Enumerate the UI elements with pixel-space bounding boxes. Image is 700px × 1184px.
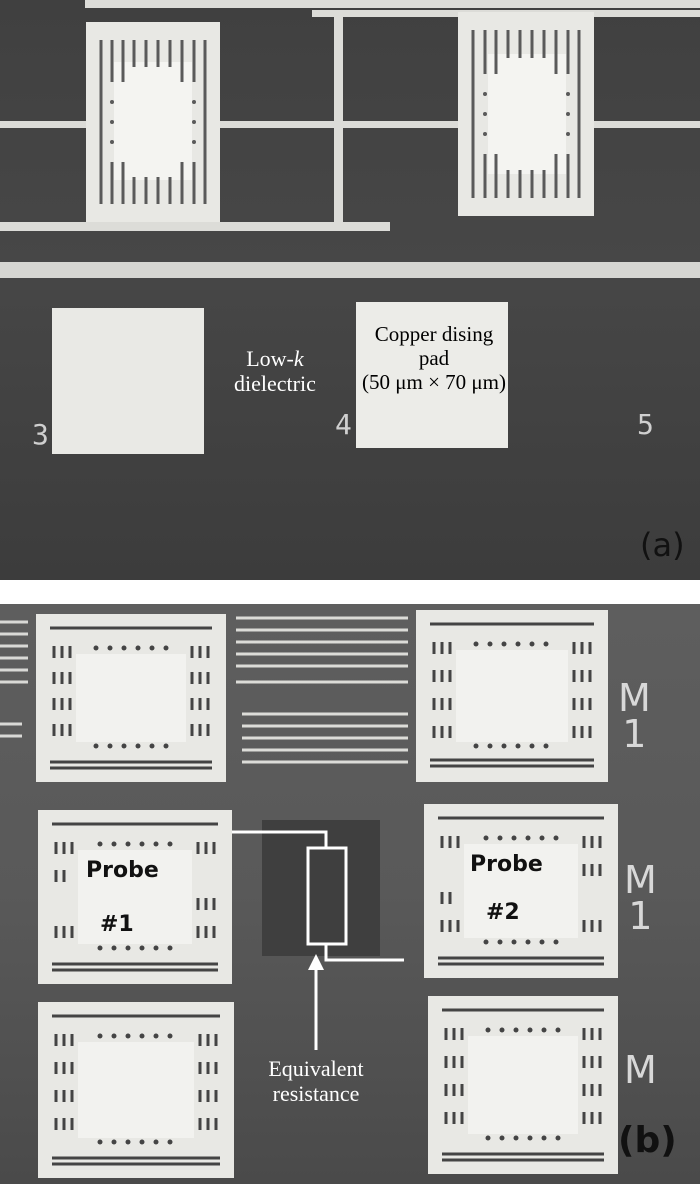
pad-center <box>464 844 578 938</box>
pad-center <box>76 654 186 742</box>
side-mark-1: 1 <box>628 894 653 939</box>
pad-probe-1 <box>38 810 232 984</box>
panel-a-micrograph: 3 4 5 Low-k dielectric Copper dising pad… <box>0 0 700 580</box>
probe-1-label-line2: #1 <box>100 912 134 937</box>
center-comb-lines <box>236 616 408 764</box>
pad-top-left <box>36 614 226 782</box>
side-mark-1: 1 <box>622 712 647 757</box>
copper-pad-label-line1: Copper dising <box>374 322 494 346</box>
resistance-label: Equivalent resistance <box>240 1056 392 1107</box>
pad-number-4: 4 <box>335 408 352 441</box>
probe-2-label: Probe <box>470 852 543 877</box>
pad-center <box>468 1036 578 1134</box>
copper-pad-label: Copper dising pad (50 μm × 70 μm) <box>336 322 532 394</box>
probe-1-number: #1 <box>100 912 134 937</box>
side-mark-middle: M 1 <box>624 858 657 939</box>
resistance-label-line2: resistance <box>272 1081 360 1107</box>
resistor-region <box>262 820 380 956</box>
dicing-lane <box>0 262 700 278</box>
side-mark-top: M 1 <box>618 676 651 757</box>
pad-pattern-left <box>99 40 207 204</box>
panel-b-tag: (b) <box>618 1120 677 1161</box>
pad-center <box>456 650 568 742</box>
panel-a-tag: (a) <box>640 526 685 564</box>
pad-center <box>78 1042 194 1138</box>
left-edge-lines <box>0 620 28 738</box>
dielectric-label-k: k <box>293 346 304 371</box>
pad-edge-patterns <box>50 622 604 1166</box>
dielectric-label-line2: dielectric <box>234 371 316 397</box>
lower-wire <box>0 222 390 231</box>
probe-1-label: Probe <box>86 858 159 883</box>
resistance-label-line1: Equivalent <box>268 1056 364 1081</box>
pad-center <box>78 850 192 944</box>
side-mark-m: M <box>618 676 651 720</box>
probe-2-number: #2 <box>486 900 520 925</box>
copper-pad-label-line3: (50 μm × 70 μm) <box>361 370 507 395</box>
copper-pad-4 <box>356 302 508 448</box>
pad-number-5: 5 <box>637 408 654 441</box>
pad-pattern-right <box>471 30 581 198</box>
copper-pad-3 <box>52 308 204 454</box>
probe-2-label-line1: Probe <box>470 852 543 877</box>
mid-wire <box>0 121 700 128</box>
test-pad-left <box>86 22 220 222</box>
side-mark-bottom: M <box>624 1048 657 1092</box>
vertical-wire <box>334 12 343 227</box>
arrow-head <box>308 954 324 970</box>
pad-number-3: 3 <box>32 418 49 451</box>
copper-pad-label-line2: pad <box>418 346 450 371</box>
panel-b-micrograph: Probe #1 Probe #2 Equivalent resistance … <box>0 604 700 1184</box>
top-wire <box>85 0 700 8</box>
dielectric-label-low: Low- <box>246 346 294 371</box>
pad-probe-2 <box>424 804 618 978</box>
pad-bottom-right <box>428 996 618 1174</box>
side-mark-m: M <box>624 1048 657 1092</box>
probe-1-label-line1: Probe <box>86 858 159 883</box>
dielectric-label: Low-k dielectric <box>234 346 316 397</box>
probe-2-label-line2: #2 <box>486 900 520 925</box>
side-mark-m: M <box>624 858 657 902</box>
pad-top-right <box>416 610 608 782</box>
test-pad-right <box>458 12 594 216</box>
resistor-schematic <box>232 830 404 1050</box>
